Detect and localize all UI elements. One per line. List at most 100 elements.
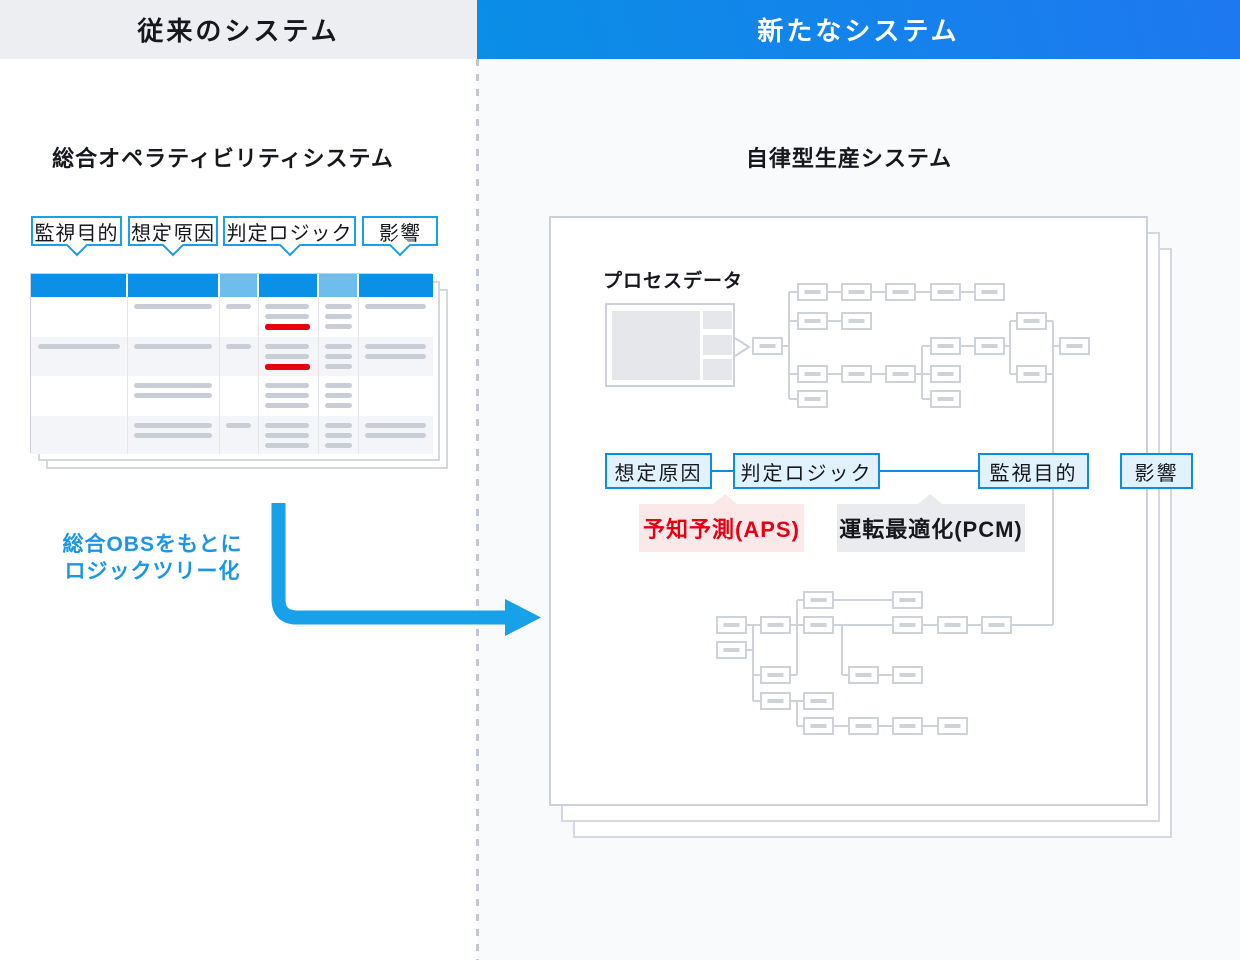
tree-node-dash (981, 290, 998, 294)
legacy-header-band: 従来のシステム (0, 0, 477, 59)
entry-line (38, 344, 120, 349)
entry-line (325, 393, 352, 398)
node-monitoring-purpose: 監視目的 (978, 453, 1089, 489)
tree-node-dash (1066, 344, 1083, 348)
entry-line (265, 344, 309, 349)
tree-node-dash (937, 344, 954, 348)
tree-node-dash (804, 397, 821, 401)
entry-line (325, 403, 352, 408)
tree-node-dash (1023, 372, 1040, 376)
tree-node-dash (810, 623, 827, 627)
callout-label: 判定ロジック (227, 217, 353, 246)
process-output-chevron-icon (734, 337, 751, 357)
logic-tree-arrow-icon (271, 503, 541, 636)
tree-node-dash (1023, 319, 1040, 323)
tree-node-dash (892, 372, 909, 376)
tree-node-dash (855, 724, 872, 728)
table-column-separator (219, 297, 220, 454)
table-header-gap (257, 274, 259, 297)
entry-line (265, 443, 309, 448)
table-header-gap (357, 274, 359, 297)
tree-node-dash (944, 724, 961, 728)
entry-line (325, 324, 352, 329)
entry-line (134, 304, 212, 309)
entry-line (265, 433, 309, 438)
entry-line (134, 433, 212, 438)
tree-node-dash (937, 372, 954, 376)
entry-line (265, 354, 309, 359)
aps-note-label: 予知予測(APS) (643, 517, 800, 542)
entry-line (365, 423, 426, 428)
entry-line (134, 383, 212, 388)
legacy-header-title: 従来のシステム (137, 16, 340, 46)
entry-line (226, 304, 251, 309)
tree-node-dash (804, 372, 821, 376)
highlighted-entry-line (265, 324, 310, 330)
process-data-item (703, 335, 732, 355)
tree-node-dash (804, 319, 821, 323)
table-header-gap (317, 274, 319, 297)
table-header-cell (258, 274, 318, 297)
entry-line (325, 364, 352, 369)
node-assumed-cause: 想定原因 (605, 453, 712, 489)
table-header-cell (127, 274, 219, 297)
entry-line (365, 344, 426, 349)
tree-node-dash (944, 623, 961, 627)
legacy-system-subtitle: 総合オペラティビリティシステム (52, 146, 394, 171)
node-impact: 影響 (1120, 453, 1193, 489)
tree-node-dash (988, 623, 1005, 627)
tree-node-dash (759, 344, 776, 348)
tree-node-dash (899, 673, 916, 677)
tree-node-dash (723, 648, 740, 652)
callout-monitor-purpose: 監視目的 (31, 216, 122, 257)
table-column-separator (258, 297, 259, 454)
tree-node-dash (899, 598, 916, 602)
table-column-separator (318, 297, 319, 454)
entry-line (265, 423, 309, 428)
entry-line (325, 314, 352, 319)
entry-line (265, 304, 309, 309)
tree-node-dash (937, 290, 954, 294)
entry-line (325, 423, 352, 428)
table-header-cell (31, 274, 127, 297)
obs-table (30, 273, 433, 454)
arrow-caption: 総合OBSをもとに ロジックツリー化 (40, 531, 265, 585)
table-header-gap (126, 274, 128, 297)
entry-line (265, 383, 309, 388)
entry-line (325, 354, 352, 359)
tree-node-dash (892, 290, 909, 294)
entry-line (325, 433, 352, 438)
process-data-item (703, 359, 732, 380)
table-column-separator (358, 297, 359, 454)
entry-line (265, 403, 309, 408)
entry-line (265, 314, 309, 319)
node-connector (712, 470, 733, 472)
callout-label: 想定原因 (131, 217, 215, 246)
aps-note: 予知予測(APS) (639, 494, 804, 552)
entry-line (365, 304, 426, 309)
process-data-item (703, 311, 732, 329)
process-data-label: プロセスデータ (603, 271, 744, 292)
tree-node-dash (981, 344, 998, 348)
pcm-note-label: 運転最適化(PCM) (839, 517, 1023, 542)
entry-line (365, 354, 426, 359)
tree-node-dash (899, 623, 916, 627)
node-judgment-logic: 判定ロジック (733, 453, 880, 489)
new-system-subtitle: 自律型生産システム (745, 146, 953, 171)
panel-divider (476, 59, 479, 960)
tree-node-dash (848, 290, 865, 294)
tree-node-dash (767, 623, 784, 627)
entry-line (325, 383, 352, 388)
callout-assumed-cause: 想定原因 (128, 216, 218, 257)
table-header-gap (218, 274, 220, 297)
entry-line (226, 344, 251, 349)
tree-node-dash (810, 699, 827, 703)
entry-line (325, 304, 352, 309)
tree-node-dash (937, 397, 954, 401)
callout-judgment-logic: 判定ロジック (223, 216, 356, 257)
table-row (31, 297, 433, 337)
entry-line (134, 393, 212, 398)
process-data-box (605, 303, 735, 387)
arrow-caption-line2: ロジックツリー化 (64, 560, 241, 583)
table-header-cell (358, 274, 433, 297)
